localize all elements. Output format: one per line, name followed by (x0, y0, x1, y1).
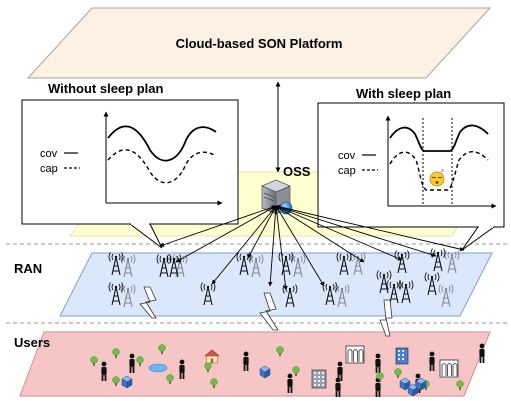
tree-icon (276, 346, 284, 356)
son-platform-box (26, 7, 492, 79)
callout-pointer (461, 226, 496, 251)
users-plane (19, 331, 491, 397)
cell-tower-icon (350, 252, 366, 276)
coverage-curve (107, 125, 217, 162)
house-icon (204, 349, 220, 364)
son-platform-label: Cloud-based SON Platform (176, 36, 343, 51)
wireless-link-icon (259, 292, 279, 331)
person-icon (375, 353, 381, 373)
cell-tower-icon (438, 284, 454, 308)
building-icon (415, 377, 427, 391)
oss-label: OSS (283, 164, 311, 179)
person-icon (429, 351, 435, 371)
ran-label: RAN (14, 261, 42, 276)
legend-cap-label: cap (40, 163, 58, 175)
ran-plane (59, 252, 493, 317)
cell-tower-icon (172, 254, 188, 278)
person-icon (479, 343, 485, 363)
cell-tower-icon (290, 254, 306, 278)
cell-tower-icon (322, 282, 338, 306)
cell-tower-icon (278, 252, 294, 276)
cell-tower-icon (336, 252, 352, 276)
cell-tower-icon (120, 284, 136, 308)
legend-cap-label: cap (338, 165, 356, 177)
cell-tower-icon (376, 270, 392, 294)
coverage-curve (389, 124, 489, 152)
cell-tower-icon (120, 254, 136, 278)
cell-tower-icon (430, 248, 446, 272)
users-label: Users (14, 335, 50, 350)
cell-tower-icon (108, 282, 124, 306)
building-icon (121, 375, 133, 389)
cell-tower-icon (156, 254, 172, 278)
panel-without-sleep-plan: Without sleep plan cov cap (21, 81, 239, 249)
cell-tower-icon (334, 284, 350, 308)
cell-tower-icon (394, 250, 410, 274)
tree-icon (112, 348, 120, 358)
wireless-link-icon (139, 286, 157, 319)
person-icon (243, 351, 249, 371)
person-icon (179, 359, 185, 379)
capacity-curve (389, 151, 489, 191)
tree-icon (166, 374, 174, 384)
building-icon (311, 369, 327, 389)
cell-tower-icon (236, 252, 252, 276)
person-icon (287, 373, 293, 393)
tree-icon (136, 356, 144, 366)
wireless-links (139, 286, 393, 337)
legend-cov-label: cov (40, 148, 58, 160)
tree-icon (210, 378, 218, 388)
cell-tower-icon (444, 250, 460, 274)
tree-icon (292, 366, 300, 376)
sleeping-face-icon: z (429, 168, 445, 187)
building-icon (439, 359, 459, 378)
svg-text:z: z (441, 168, 444, 174)
tree-icon (456, 380, 464, 390)
cell-tower-icon (108, 252, 124, 276)
tree-icon (376, 372, 384, 382)
person-icon (335, 377, 341, 397)
cell-tower-icon (386, 280, 402, 304)
building-icon (395, 347, 409, 365)
building-icon (259, 365, 271, 379)
tree-icon (394, 368, 402, 378)
pond-icon (148, 363, 168, 373)
users-objects (90, 343, 485, 397)
tree-icon (158, 344, 166, 354)
cell-tower-icon (248, 254, 264, 278)
panel-with-sleep-plan: With sleep plan z cov cap (317, 86, 505, 251)
base-stations (108, 248, 460, 308)
person-icon (375, 377, 381, 397)
panel-with-title: With sleep plan (356, 86, 451, 101)
person-icon (129, 353, 135, 373)
panel-without-title: Without sleep plan (48, 81, 163, 96)
oss-link-arrow (275, 205, 437, 257)
person-icon (337, 361, 343, 381)
legend-cov-label: cov (338, 150, 356, 162)
wireless-link-icon (379, 299, 393, 337)
cell-tower-icon (200, 282, 216, 306)
tree-icon (90, 356, 98, 366)
panel-without-frame (21, 99, 239, 225)
cell-tower-icon (424, 272, 440, 296)
cell-tower-icon (166, 254, 182, 278)
capacity-curve (107, 149, 217, 184)
person-icon (101, 361, 107, 381)
cell-tower-icon (282, 284, 298, 308)
cell-tower-icon (398, 280, 414, 304)
building-icon (345, 345, 365, 364)
tree-icon (112, 376, 120, 386)
